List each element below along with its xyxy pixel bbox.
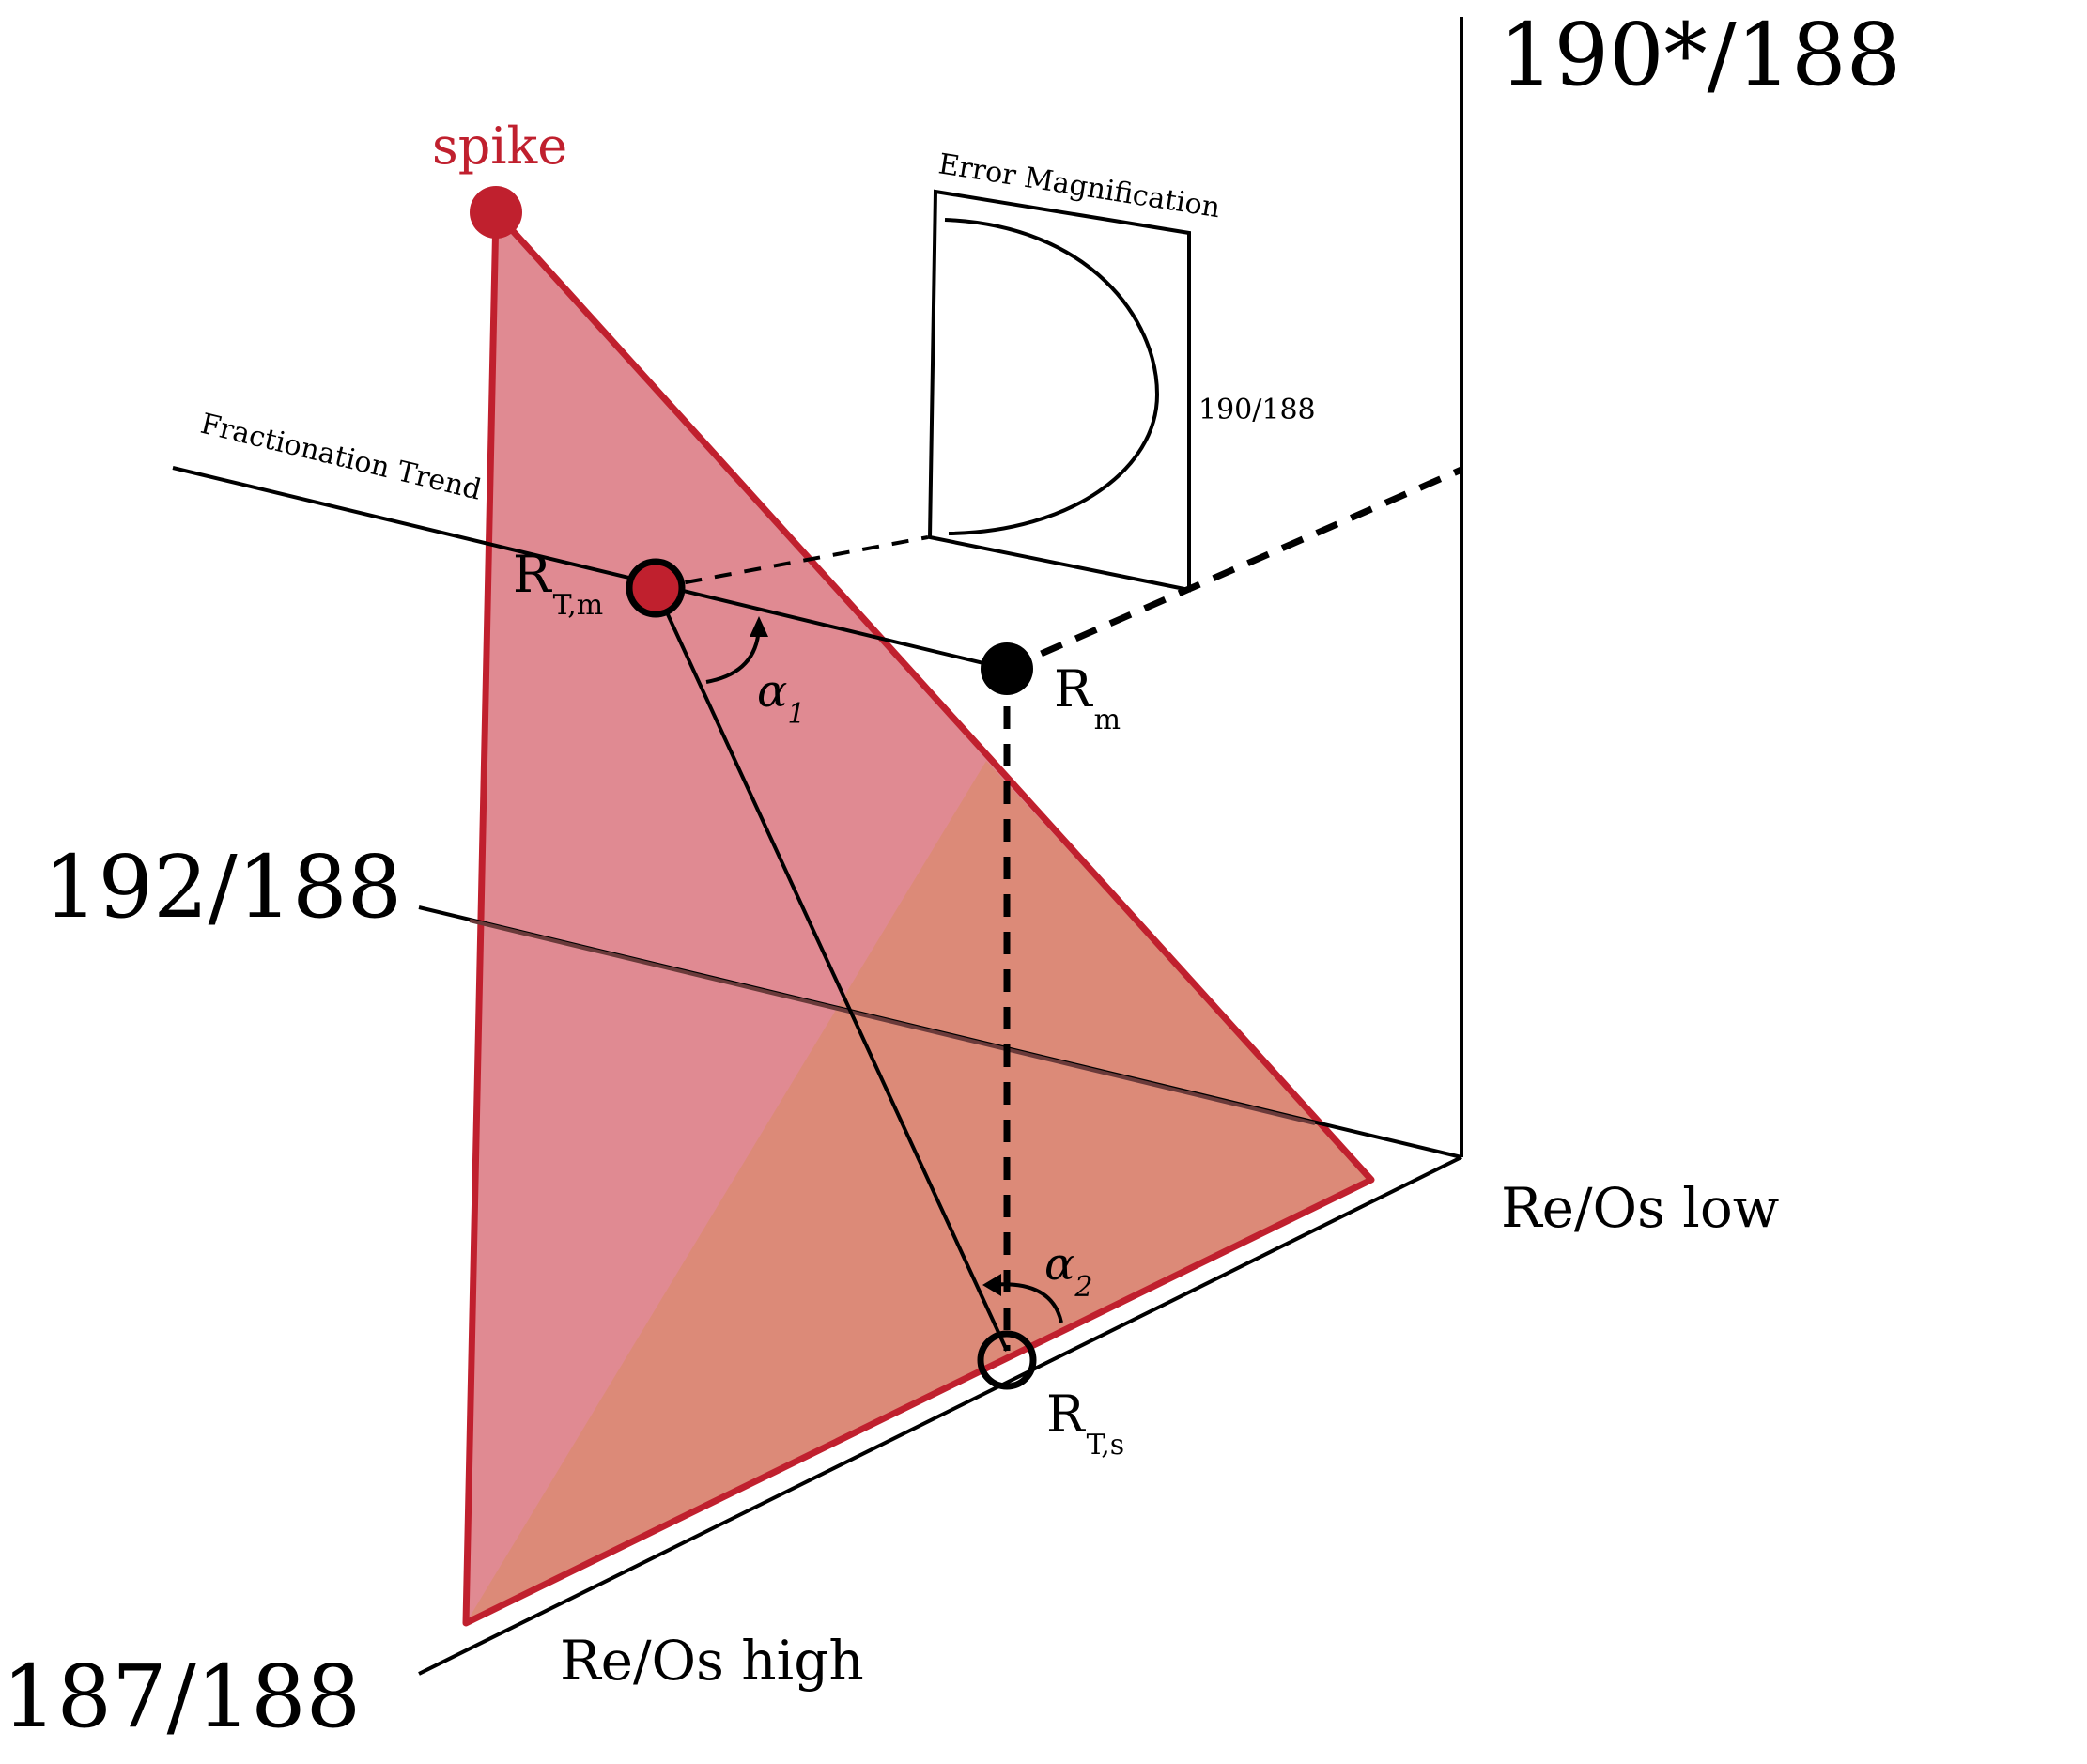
alpha2-arc [989, 1282, 1063, 1323]
rm-point [981, 642, 1033, 695]
rtm-label: RT,m [513, 545, 603, 622]
re-os-high-label: Re/Os high [560, 1629, 864, 1693]
alpha1-label: α1 [757, 665, 806, 731]
rts-point [977, 1330, 1037, 1390]
error-magnification-box [927, 189, 1191, 593]
fractionation-trend-label: Fractionation Trend [197, 408, 485, 507]
spike-triangle-lower-region [466, 761, 1371, 1623]
rtm-to-rts-line [654, 587, 1009, 1352]
alpha2-label: α2 [1044, 1238, 1093, 1304]
projection-rtm-to-box [655, 535, 929, 590]
error-magnification-curve [944, 218, 1160, 535]
alpha2-arrowhead [982, 1274, 1001, 1296]
spike-point [470, 186, 522, 239]
axis-192-188-on-triangle [469, 919, 1316, 1125]
axis-label-187-188: 187/188 [2, 1647, 361, 1747]
axis-label-192-188: 192/188 [43, 837, 402, 937]
re-os-low-label: Re/Os low [1501, 1176, 1779, 1240]
rts-label: RT,s [1046, 1385, 1124, 1462]
spike-label: spike [432, 116, 567, 176]
rm-label: Rm [1054, 659, 1121, 736]
projection-rm-to-axis [1005, 466, 1463, 673]
rtm-point [626, 558, 686, 618]
re-os-axis [418, 1155, 1462, 1676]
axis-label-190-188: 190*/188 [1499, 5, 1901, 105]
error-magnification-axis-label: 190/188 [1198, 394, 1316, 426]
fractionation-trend-line [172, 466, 1008, 671]
alpha1-arrowhead [750, 616, 768, 637]
spike-triangle-edge [462, 209, 1375, 1627]
